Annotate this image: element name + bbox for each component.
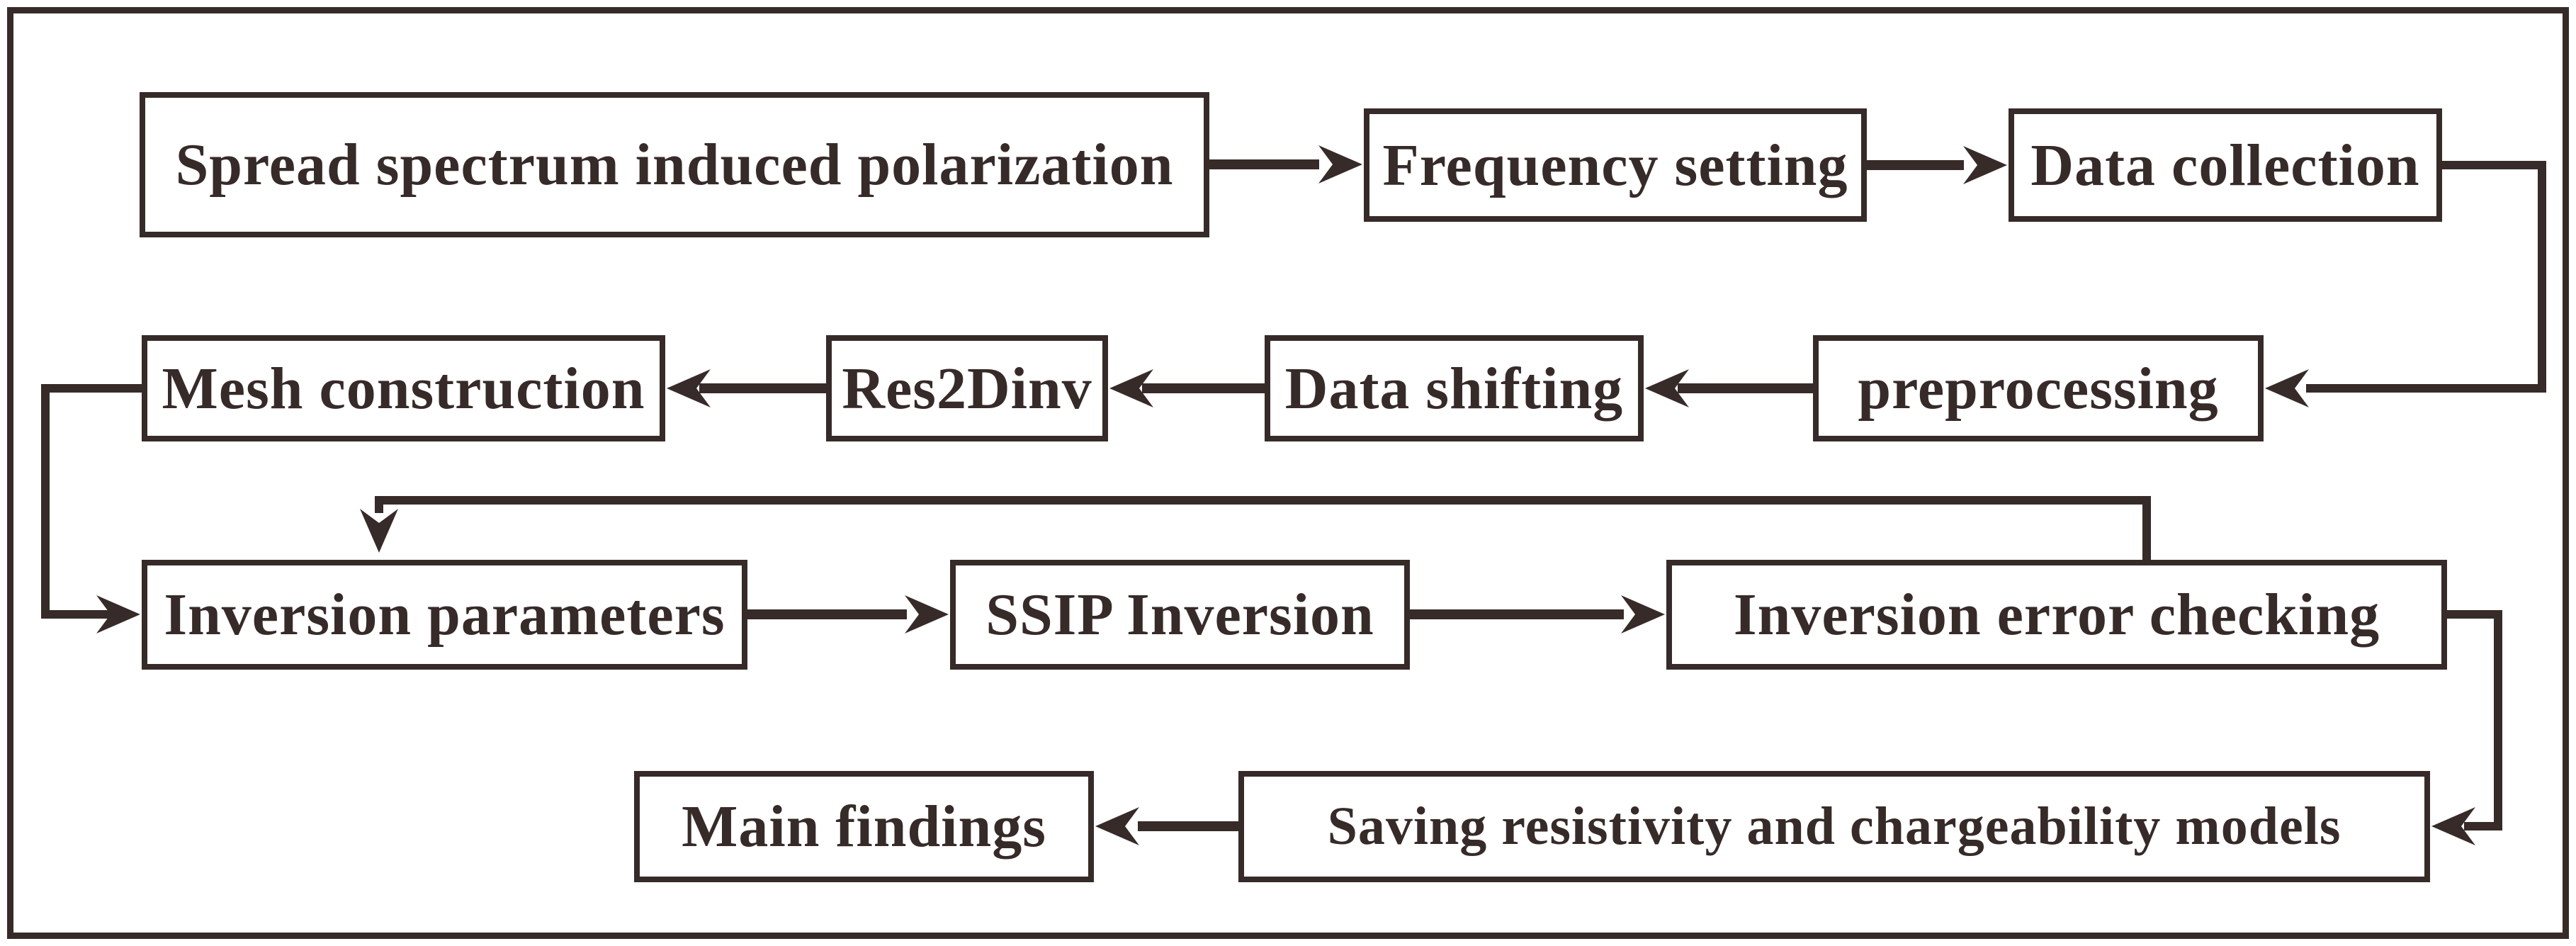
edge-inversion-error-checking-feedback xyxy=(375,496,2151,560)
figure-border xyxy=(7,7,2569,939)
arrowhead-into-ssip-inversion xyxy=(905,595,949,634)
node-label: Inversion error checking xyxy=(1733,582,2380,648)
node-label: Mesh construction xyxy=(162,355,645,422)
arrowhead-feedback-down xyxy=(360,509,398,553)
flow-node-mesh-construction: Mesh construction xyxy=(142,335,665,441)
arrowhead-into-preprocessing xyxy=(2265,369,2309,407)
arrowhead-into-main-findings xyxy=(1095,807,1139,845)
flow-node-frequency-setting: Frequency setting xyxy=(1364,108,1867,222)
flow-node-ssip-inversion: SSIP Inversion xyxy=(950,560,1410,670)
flow-node-data-collection: Data collection xyxy=(2009,108,2442,222)
node-label: Data shifting xyxy=(1284,355,1624,422)
flow-node-main-findings: Main findings xyxy=(634,771,1094,882)
node-label: Spread spectrum induced polarization xyxy=(175,132,1174,198)
arrowhead-into-data-shifting xyxy=(1645,369,1689,407)
flow-node-data-shifting: Data shifting xyxy=(1265,335,1644,441)
edge-mesh-construction-to-inversion-parameters xyxy=(41,384,142,619)
node-label: Res2Dinv xyxy=(842,355,1092,422)
node-label: Data collection xyxy=(2030,132,2420,198)
node-label: Frequency setting xyxy=(1382,132,1848,198)
flow-node-inversion-error-checking: Inversion error checking xyxy=(1666,560,2447,670)
node-label: Main findings xyxy=(682,794,1046,860)
arrowhead-into-frequency-setting xyxy=(1318,145,1362,184)
flow-node-preprocessing: preprocessing xyxy=(1813,335,2264,441)
arrowhead-into-saving-models xyxy=(2431,807,2475,845)
node-label: Saving resistivity and chargeability mod… xyxy=(1327,796,2341,856)
arrowhead-into-inversion-error-checking xyxy=(1621,595,1665,634)
arrowhead-into-data-collection xyxy=(1963,146,2007,184)
edge-inversion-error-checking-to-saving-models xyxy=(2447,610,2502,830)
arrowhead-into-res2dinv xyxy=(1109,369,1153,407)
flow-node-saving-models: Saving resistivity and chargeability mod… xyxy=(1238,771,2430,882)
edge-data-collection-to-preprocessing xyxy=(2306,161,2546,393)
arrowhead-into-inversion-parameters xyxy=(96,595,140,634)
arrowhead-into-mesh-construction xyxy=(667,369,711,407)
flow-node-inversion-parameters: Inversion parameters xyxy=(142,560,747,670)
node-label: preprocessing xyxy=(1858,355,2219,422)
node-label: SSIP Inversion xyxy=(985,582,1374,648)
node-label: Inversion parameters xyxy=(164,582,725,648)
flow-node-ssip-method: Spread spectrum induced polarization xyxy=(140,92,1209,237)
flow-node-res2dinv: Res2Dinv xyxy=(826,335,1108,441)
